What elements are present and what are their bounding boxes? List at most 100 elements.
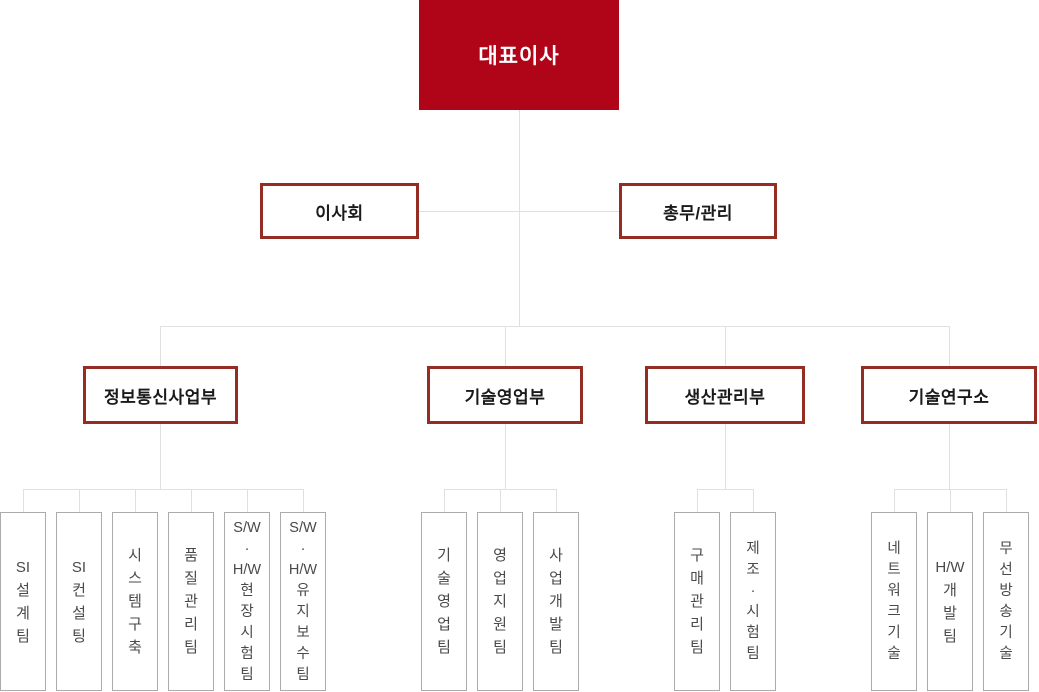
team-label-unit: 시: [240, 624, 254, 641]
connector-line: [191, 489, 192, 512]
connector-line: [950, 489, 951, 512]
team-label-unit: 팀: [437, 639, 451, 656]
dept-box-info-comm: 정보통신사업부: [83, 366, 238, 424]
team-label-unit: 팀: [184, 639, 198, 656]
team-label-unit: 기: [999, 624, 1013, 641]
team-label-unit: 원: [493, 616, 507, 633]
connector-line: [160, 326, 161, 366]
team-label-unit: 영: [493, 547, 507, 564]
connector-line: [697, 489, 698, 512]
team-label-unit: 유: [296, 582, 310, 599]
team-label-unit: 팀: [746, 645, 760, 662]
team-label-unit: 기: [887, 624, 901, 641]
connector-line: [556, 489, 557, 512]
connector-line: [303, 489, 304, 512]
team-label-unit: 네: [887, 540, 901, 557]
team-label-unit: 워: [887, 582, 901, 599]
team-label-unit: 설: [72, 604, 86, 622]
team-label-unit: ·: [244, 540, 250, 557]
team-label-unit: 관: [184, 593, 198, 610]
general-affairs-label: 총무/관리: [663, 203, 733, 223]
team-label-unit: H/W: [935, 558, 965, 576]
team-label-unit: 축: [128, 639, 142, 656]
team-label-unit: 지: [296, 603, 310, 620]
connector-line: [160, 424, 161, 489]
team-label-unit: 발: [549, 616, 563, 633]
team-label-unit: 무: [999, 540, 1013, 557]
connector-line: [949, 424, 950, 489]
team-label-unit: 술: [887, 645, 901, 662]
team-label-unit: 개: [943, 581, 957, 599]
team-label-unit: 팀: [16, 627, 30, 645]
connector-line: [894, 489, 895, 512]
team-label-unit: 관: [690, 593, 704, 610]
team-label-unit: 영: [437, 593, 451, 610]
connector-line: [519, 110, 520, 326]
team-label-unit: S/W: [233, 519, 261, 536]
connector-line: [1006, 489, 1007, 512]
team-label-unit: 계: [16, 604, 30, 622]
dept-box-production: 생산관리부: [645, 366, 805, 424]
team-label-unit: 리: [690, 616, 704, 633]
team-label-unit: 팀: [690, 639, 704, 656]
team-label-unit: 팅: [72, 627, 86, 645]
team-label-unit: 매: [690, 570, 704, 587]
team-label-unit: 업: [549, 570, 563, 587]
team-label-unit: 트: [887, 561, 901, 578]
team-label-unit: 구: [128, 616, 142, 633]
connector-line: [135, 489, 136, 512]
team-label-unit: 송: [999, 603, 1013, 620]
team-label-unit: H/W: [232, 561, 262, 578]
team-label-unit: ·: [750, 582, 756, 599]
team-label-unit: 업: [437, 616, 451, 633]
team-label-unit: 설: [16, 581, 30, 599]
dept-label-info-comm: 정보통신사업부: [104, 387, 217, 407]
connector-line: [500, 489, 501, 512]
connector-line: [753, 489, 754, 512]
team-label-unit: 조: [746, 561, 760, 578]
team-label-unit: 발: [943, 604, 957, 622]
team-label-unit: 험: [240, 645, 254, 662]
connector-line: [23, 489, 24, 512]
team-label-unit: 크: [887, 603, 901, 620]
team-label-unit: 선: [999, 561, 1013, 578]
team-label-unit: 수: [296, 645, 310, 662]
team-label-unit: 팀: [493, 639, 507, 656]
team-label-unit: SI: [15, 558, 31, 576]
team-label-unit: 제: [746, 540, 760, 557]
team-label-unit: SI: [71, 558, 87, 576]
connector-line: [160, 326, 949, 327]
team-label-unit: 업: [493, 570, 507, 587]
team-label-unit: ·: [300, 540, 306, 557]
dept-label-tech-sales: 기술영업부: [464, 387, 546, 407]
connector-line: [505, 424, 506, 489]
team-label-unit: 스: [128, 570, 142, 587]
team-label-unit: 지: [493, 593, 507, 610]
dept-label-production: 생산관리부: [684, 387, 766, 407]
team-label-unit: 사: [549, 547, 563, 564]
connector-line: [247, 489, 248, 512]
team-label-unit: 시: [746, 603, 760, 620]
connector-line: [949, 326, 950, 366]
dept-label-research: 기술연구소: [908, 387, 990, 407]
board-label: 이사회: [315, 203, 364, 223]
connector-line: [725, 326, 726, 366]
connector-line: [79, 489, 80, 512]
team-label-unit: 컨: [72, 581, 86, 599]
team-label-unit: 험: [746, 624, 760, 641]
